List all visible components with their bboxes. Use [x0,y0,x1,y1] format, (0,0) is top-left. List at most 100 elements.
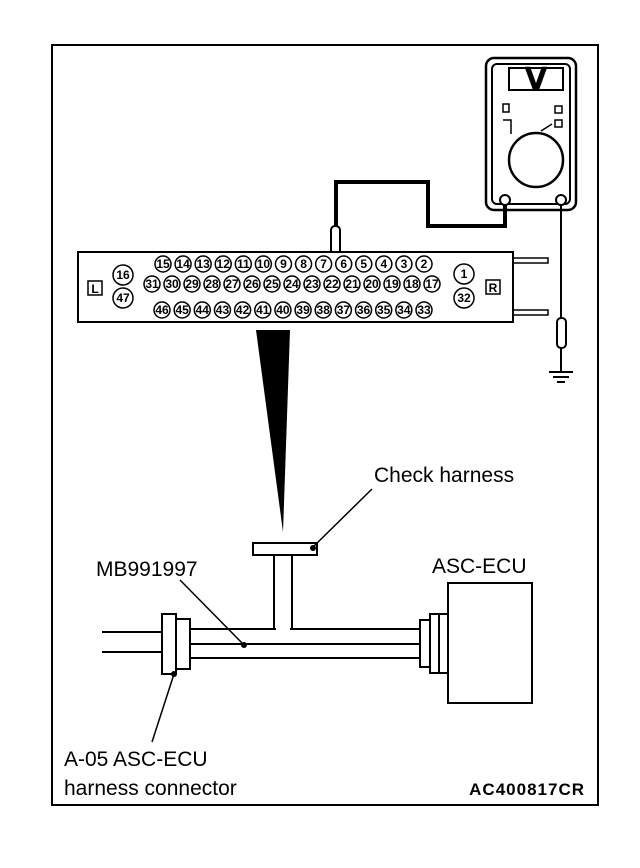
label-special-tool: MB991997 [96,558,198,581]
side-label-right: R [489,281,498,295]
figure-code: AC400817CR [469,780,585,799]
pin-32-circle [453,287,475,309]
pin-33: 33 [417,303,431,317]
pin-12: 12 [217,257,231,271]
meter-unit-symbol: V [524,62,548,97]
pin-24: 24 [285,277,299,291]
meter-dial [507,131,565,189]
pin-4: 4 [381,257,388,271]
pin-28-circle [203,275,221,293]
leader-check-harness [312,488,373,548]
pin-19: 19 [385,277,399,291]
pin-10: 10 [257,257,271,271]
pin-31-circle [143,275,161,293]
label-asc-ecu: ASC-ECU [432,555,527,578]
leader-connector [151,673,175,743]
pin-3-circle [395,255,413,273]
pin-8: 8 [300,257,307,271]
pin-6: 6 [340,257,347,271]
label-check-harness: Check harness [374,464,514,487]
pin-26-circle [243,275,261,293]
asc-ecu-box [447,582,533,704]
label-connector-line1: A-05 ASC-ECU [64,748,208,771]
pin-37: 37 [337,303,351,317]
pin-25-circle [263,275,281,293]
pin-26: 26 [245,277,259,291]
pin-23: 23 [305,277,319,291]
pin-21-circle [343,275,361,293]
pin-43-circle [213,301,232,319]
pin-37-circle [334,301,353,319]
pin-45: 45 [175,303,189,317]
pin-42-circle [233,301,252,319]
pin-25: 25 [265,277,279,291]
pin-44-circle [193,301,212,319]
pin-8-circle [294,255,313,273]
check-harness-connector [252,542,318,556]
harness-connector-a05 [161,613,177,675]
pin-22-circle [323,275,341,293]
pin-38-circle [314,301,332,319]
pin-23-circle [303,275,321,293]
pin-41: 41 [256,303,270,317]
pin-30: 30 [165,277,179,291]
pin-24-circle [283,275,301,293]
pin-22: 22 [325,277,339,291]
pin-42: 42 [236,303,250,317]
pin-34: 34 [397,303,411,317]
pin-3: 3 [401,257,408,271]
pin-34-circle [395,301,413,319]
pin-45-circle [173,301,191,319]
pin-17: 17 [425,277,439,291]
test-lead-positive [334,180,507,228]
pin-43: 43 [216,303,230,317]
pin-11-circle [234,255,253,273]
pin-14-circle [174,255,192,273]
pointer-wedge [256,330,290,532]
pin-13: 13 [196,257,210,271]
pin-6-circle [334,255,353,273]
pin-2: 2 [421,257,428,271]
pin-12-circle [214,255,232,273]
pin-5-circle [355,255,373,273]
meter-terminal-v [555,194,567,206]
pin-1: 1 [461,267,468,281]
pin-15: 15 [156,257,170,271]
pin-27-circle [223,275,241,293]
pin-2-circle [415,255,433,273]
pin-39: 39 [296,303,310,317]
ground-icon [549,348,573,383]
label-connector-line2: harness connector [64,777,237,800]
pin-35-circle [374,301,393,319]
pin-46-circle [153,301,171,319]
pin-36: 36 [357,303,371,317]
ground-probe [556,317,567,349]
pin-39-circle [294,301,312,319]
pin-27: 27 [225,277,239,291]
pin-18: 18 [405,277,419,291]
pin-16-circle [112,264,134,286]
pin-14: 14 [176,257,190,271]
pin-28: 28 [205,277,219,291]
pin-10-circle [254,255,273,273]
meter-terminal-com [499,194,511,206]
pin-36-circle [354,301,373,319]
figure-frame [51,44,599,806]
harness-assembly [102,542,533,704]
pin-16: 16 [116,268,130,282]
voltmeter-icon: V [484,56,578,212]
pin-4-circle [375,255,393,273]
pin-20-circle [363,275,381,293]
pin-31: 31 [145,277,159,291]
pin-38: 38 [317,303,331,317]
pin-29-circle [183,275,201,293]
pin-47-circle [112,287,134,309]
pin-44: 44 [196,303,210,317]
pin-32: 32 [457,291,471,305]
pin-7-circle [314,255,333,273]
pin-29: 29 [185,277,199,291]
pin-7: 7 [320,257,327,271]
leader-special-tool [179,579,245,646]
